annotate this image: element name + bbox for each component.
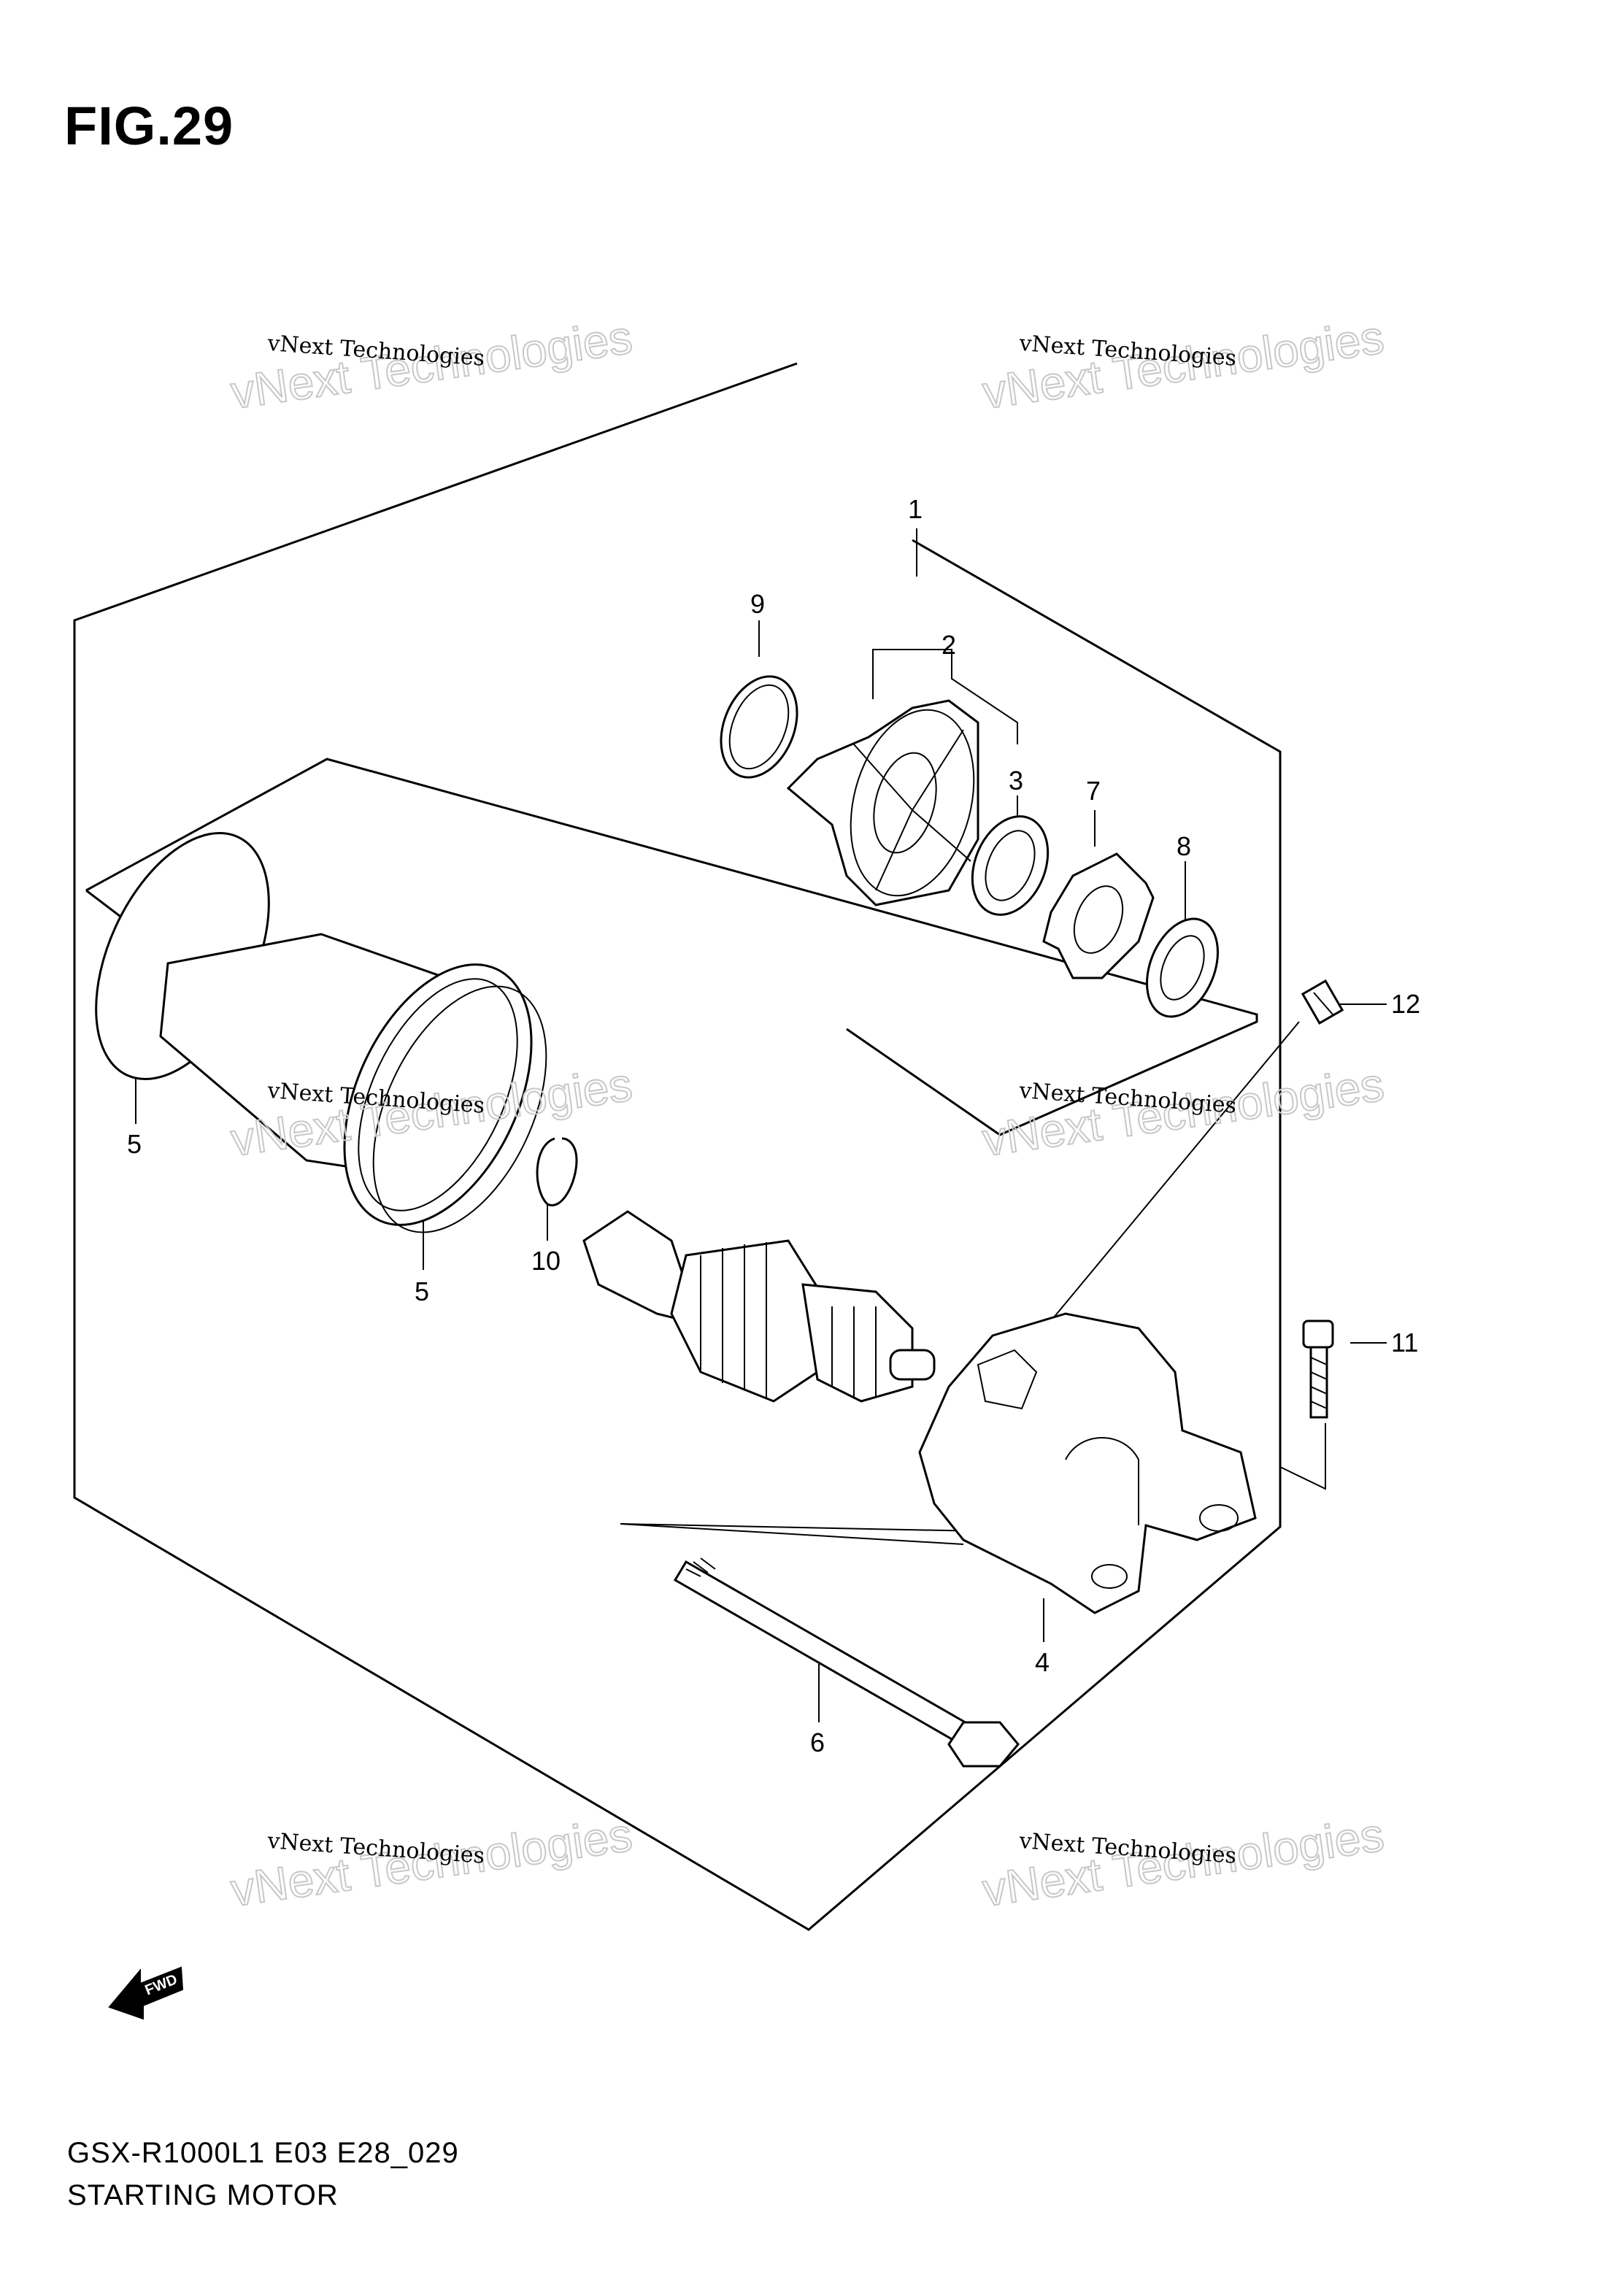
part-o-ring-9	[720, 675, 798, 779]
section-name: STARTING MOTOR	[67, 2179, 339, 2211]
callout-5b: 5	[415, 1276, 429, 1306]
leader-2	[872, 649, 1018, 744]
part-washer-8	[1146, 917, 1219, 1018]
leader-12-diag	[1014, 1021, 1300, 1365]
part-long-bolt-6	[673, 1557, 1020, 1768]
callout-12: 12	[1391, 989, 1420, 1019]
part-circlip-10	[536, 1137, 578, 1207]
callout-8: 8	[1177, 831, 1191, 861]
part-screw-12	[1301, 979, 1344, 1025]
callout-4: 4	[1035, 1647, 1050, 1677]
callout-2: 2	[942, 630, 956, 660]
part-bolt-11	[1302, 1320, 1334, 1419]
leader-6-link	[620, 1523, 1052, 1545]
callout-9: 9	[750, 589, 765, 619]
subassembly-outline	[85, 758, 1258, 1136]
fwd-arrow-icon: FWD	[108, 1966, 184, 2020]
callout-7: 7	[1086, 776, 1101, 806]
part-o-ring-5	[372, 985, 547, 1233]
callout-11: 11	[1391, 1328, 1418, 1357]
callout-6: 6	[810, 1727, 825, 1757]
leader-11-link	[1279, 1423, 1326, 1490]
part-seal-3	[971, 815, 1050, 916]
watermark-bottom-right: vNext Technologies vNext Technologies	[979, 1807, 1387, 1916]
callout-3: 3	[1009, 766, 1023, 795]
callout-1: 1	[908, 494, 923, 524]
callout-5a: 5	[127, 1129, 142, 1159]
part-end-cover-4	[918, 1312, 1257, 1614]
watermark-top-left: vNext Technologies vNext Technologies	[227, 309, 636, 419]
model-code: GSX-R1000L1 E03 E28_029	[67, 2137, 459, 2169]
watermark-bottom-left: vNext Technologies vNext Technologies	[227, 1807, 636, 1916]
part-housing-2	[786, 699, 979, 906]
watermark-top-right: vNext Technologies vNext Technologies	[979, 309, 1387, 419]
assembly-outline	[73, 362, 1282, 1931]
part-yoke-5	[95, 831, 533, 1226]
watermark-mid-right: vNext Technologies vNext Technologies	[979, 1057, 1387, 1166]
callout-10: 10	[531, 1246, 561, 1276]
part-washer-7	[1042, 852, 1155, 979]
part-armature	[582, 1210, 936, 1403]
figure-title: FIG.29	[64, 96, 234, 156]
